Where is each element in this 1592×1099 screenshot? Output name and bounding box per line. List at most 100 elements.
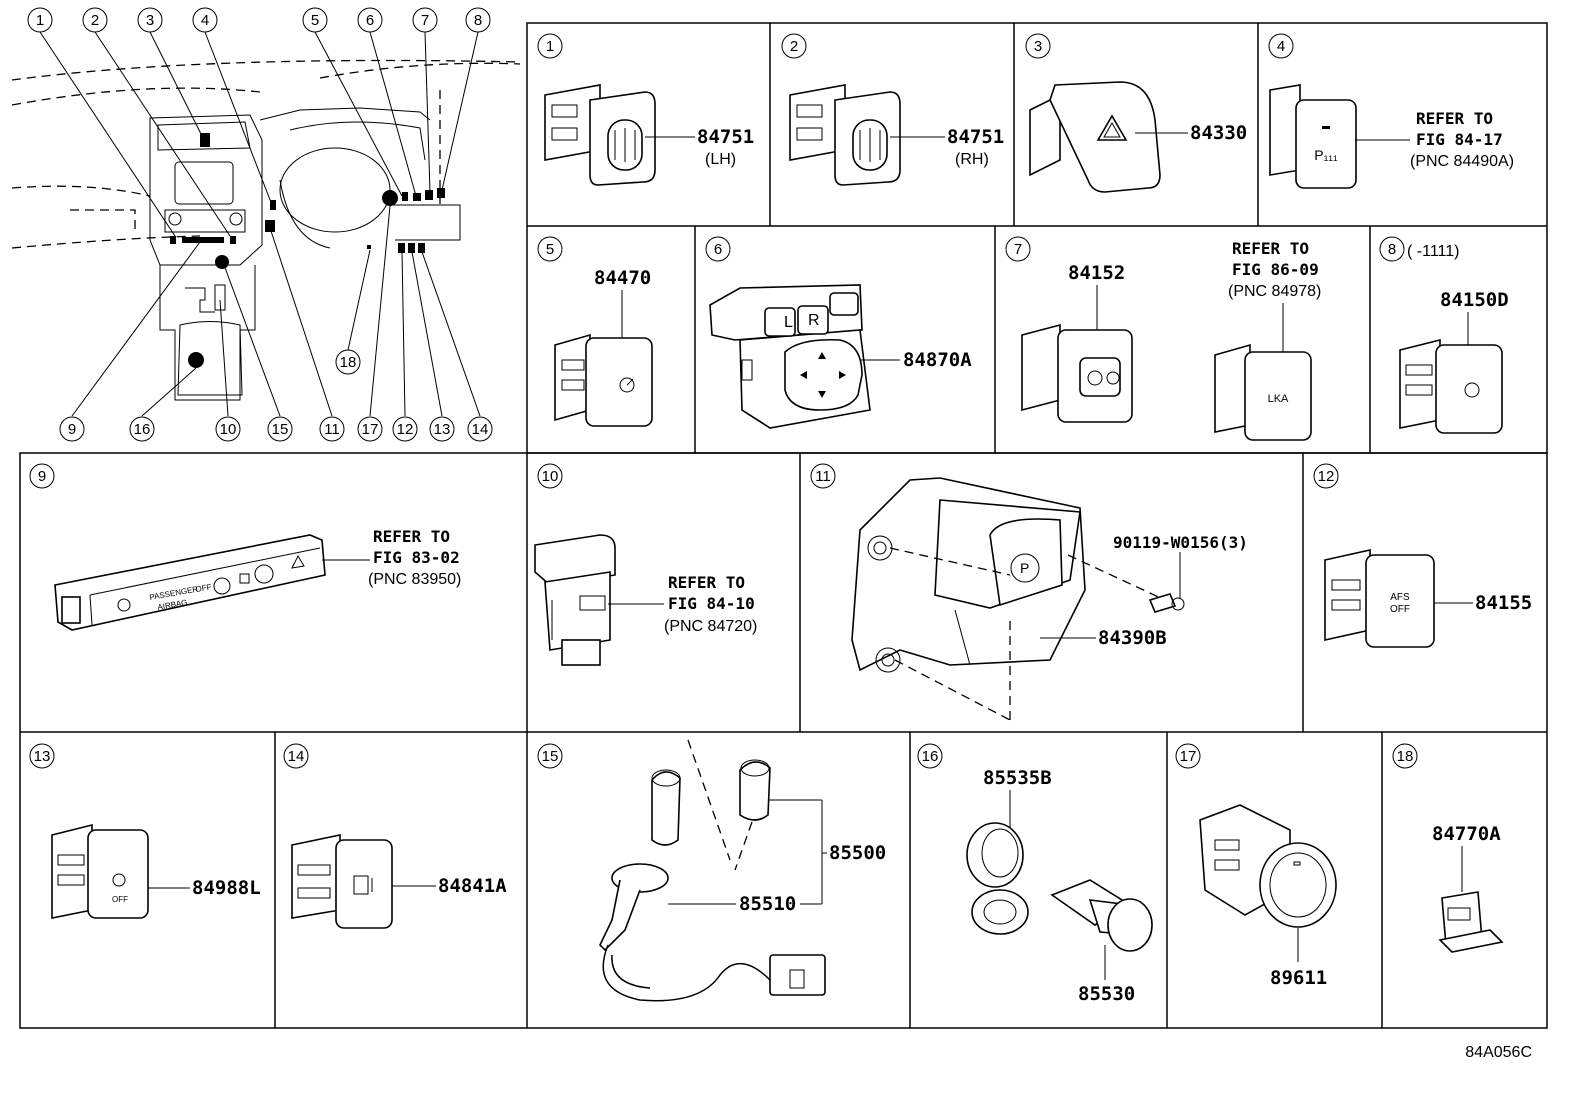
serial-range: ( -1111) — [1407, 243, 1459, 260]
panel-12: 12 AFS OFF 84155 — [1313, 463, 1532, 648]
overview-callout: 8 — [465, 7, 491, 33]
panel-number: 15 — [542, 748, 559, 765]
overview-callout: 3 — [137, 7, 163, 33]
part-number-85510: 85510 — [739, 893, 796, 915]
part-number-85535b: 85535B — [983, 767, 1052, 789]
svg-text:7: 7 — [421, 12, 429, 29]
svg-text:3: 3 — [146, 12, 154, 29]
panel-number: 10 — [542, 468, 559, 485]
cruise-control-switch — [554, 333, 653, 427]
panel-11: 11 11 P 90119-W0156(3) 84390B — [810, 463, 1248, 721]
small-sensor-part — [1438, 891, 1504, 953]
part-number: 84150D — [1440, 289, 1509, 311]
svg-text:6: 6 — [366, 12, 374, 29]
panel-number: 4 — [1277, 38, 1285, 55]
refer-line-2: FIG 84-10 — [668, 594, 755, 613]
refer-line-1: REFER TO — [668, 573, 745, 592]
panel-number: 17 — [1180, 748, 1197, 765]
panel-13: 13 OFF 84988L — [29, 743, 261, 919]
panel-number: 2 — [790, 38, 798, 55]
overview-callout: 5 — [302, 7, 328, 33]
svg-text:12: 12 — [397, 421, 414, 438]
overview-callout: 15 — [267, 416, 293, 442]
panel-number: 9 — [38, 468, 46, 485]
overview-callout: 11 — [319, 416, 345, 442]
panel-17: 17 89611 — [1175, 743, 1337, 989]
svg-text:AFS: AFS — [1390, 592, 1410, 603]
panel-number: 8 — [1388, 241, 1396, 258]
panel-number: 16 — [922, 748, 939, 765]
part-number: 89611 — [1270, 967, 1327, 989]
part-number: 84841A — [438, 875, 507, 897]
passenger-airbag-indicator-panel: PASSENGER AIRBAG OFF — [54, 534, 326, 631]
panel-number: 12 — [1318, 468, 1335, 485]
parking-brake-switch-assembly: 11 P — [851, 477, 1185, 721]
svg-text:2: 2 — [91, 12, 99, 29]
fuel-lid-opener-switch — [291, 834, 393, 929]
svg-text:1: 1 — [36, 12, 44, 29]
overview-callout: 7 — [412, 7, 438, 33]
cigarette-lighter-socket — [966, 822, 1153, 952]
overview-callout: 9 — [59, 416, 85, 442]
overview-callout: 2 — [82, 7, 108, 33]
engine-start-button — [1199, 804, 1337, 928]
panel-2: 2 84751 (RH) — [781, 33, 1004, 186]
part-number: 84470 — [594, 267, 651, 289]
part-number-85500: 85500 — [829, 842, 886, 864]
svg-text:4: 4 — [201, 12, 209, 29]
refer-line-2: FIG 84-17 — [1416, 130, 1503, 149]
svg-text:P: P — [1020, 560, 1029, 576]
svg-text:13: 13 — [434, 421, 451, 438]
parking-assist-switch: P₁₁₁ — [1269, 84, 1357, 189]
overview-callout: 12 — [392, 416, 418, 442]
panel-10: 10 REFER TO FIG 84-10 (PNC 84720) — [534, 463, 757, 666]
svg-text:OFF: OFF — [112, 895, 128, 904]
panel-number: 14 — [288, 748, 305, 765]
figure-code: 84A056C — [1465, 1044, 1532, 1061]
power-outlet-and-harness — [599, 739, 826, 1002]
svg-text:OFF: OFF — [1390, 604, 1410, 615]
bolt-part-number: 90119-W0156(3) — [1113, 533, 1248, 552]
part-number: 84751 — [697, 126, 754, 148]
refer-line-3: (PNC 84978) — [1228, 283, 1321, 300]
refer-line-2: FIG 86-09 — [1232, 260, 1319, 279]
part-note: (RH) — [955, 151, 989, 168]
panel-1: 1 84751 (LH) — [537, 33, 754, 186]
panel-5: 5 84470 — [537, 236, 653, 427]
svg-text:OFF: OFF — [195, 582, 212, 594]
lane-keeping-assist-switch: LKA — [1214, 343, 1312, 441]
refer-line-1: REFER TO — [373, 527, 450, 546]
overview-callout: 6 — [357, 7, 383, 33]
part-number: 84155 — [1475, 592, 1532, 614]
svg-text:16: 16 — [134, 421, 151, 438]
svg-text:15: 15 — [272, 421, 289, 438]
headlight-leveling-switch-lh — [544, 84, 656, 186]
panel-6: 6 L R 84870A — [705, 236, 972, 429]
refer-line-3: (PNC 84490A) — [1410, 153, 1514, 170]
panel-number: 11 — [815, 468, 831, 485]
svg-text:L: L — [784, 314, 793, 331]
svg-text:14: 14 — [472, 421, 489, 438]
svg-text:17: 17 — [362, 421, 379, 438]
refer-line-3: (PNC 84720) — [664, 618, 757, 635]
svg-text:18: 18 — [340, 354, 357, 371]
part-note: (LH) — [705, 151, 736, 168]
push-switch-module — [534, 534, 616, 666]
outer-mirror-switch: L R — [709, 284, 871, 429]
vsc-off-switch: OFF — [51, 823, 149, 919]
refer-line-1: REFER TO — [1232, 239, 1309, 258]
afs-off-switch: AFS OFF — [1324, 549, 1435, 648]
panel-number: 13 — [34, 748, 51, 765]
panel-14: 14 84841A — [283, 743, 507, 929]
svg-text:11: 11 — [324, 421, 340, 438]
panel-grid — [19, 22, 1548, 1029]
part-number: 84330 — [1190, 122, 1247, 144]
overview-callout: 16 — [129, 416, 155, 442]
part-number: 84152 — [1068, 262, 1125, 284]
panel-15: 15 85500 85510 — [537, 739, 886, 1002]
overview-callout: 10 — [215, 416, 241, 442]
part-number: 84770A — [1432, 823, 1501, 845]
panel-18: 18 84770A — [1392, 743, 1504, 953]
part-number-85530: 85530 — [1078, 983, 1135, 1005]
